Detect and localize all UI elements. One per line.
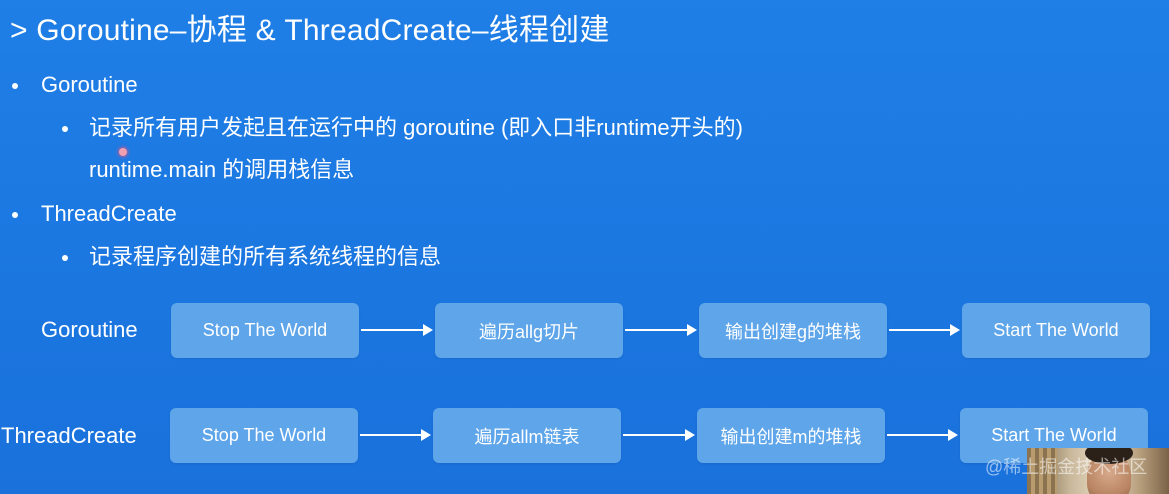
- bullet-dot-icon: [62, 255, 68, 261]
- slide-title: > Goroutine–协程 & ThreadCreate–线程创建: [10, 14, 610, 47]
- arrow-right-icon: [623, 429, 695, 441]
- arrow-right-icon: [887, 429, 958, 441]
- bullet-dot-icon: [12, 83, 18, 89]
- laser-pointer-icon: [119, 148, 127, 156]
- arrow-right-icon: [625, 324, 697, 336]
- bullet-dot-icon: [62, 126, 68, 132]
- presenter-webcam-icon: [1027, 448, 1169, 494]
- bullet-threadcreate-desc: 记录程序创建的所有系统线程的信息: [89, 244, 442, 269]
- bullet-threadcreate: ThreadCreate: [41, 201, 177, 226]
- arrow-right-icon: [360, 429, 431, 441]
- arrow-right-icon: [889, 324, 960, 336]
- bullet-dot-icon: [12, 212, 18, 218]
- flow-goroutine-step-4: Start The World: [962, 303, 1150, 358]
- bullet-goroutine-desc-line2: runtime.main 的调用栈信息: [89, 157, 355, 182]
- flow-row-label-threadcreate: ThreadCreate: [1, 423, 137, 448]
- arrow-right-icon: [361, 324, 433, 336]
- flow-goroutine-step-1: Stop The World: [171, 303, 359, 358]
- watermark: @稀土掘金技术社区: [985, 457, 1148, 477]
- flow-threadcreate-step-1: Stop The World: [170, 408, 358, 463]
- flow-goroutine-step-2: 遍历allg切片: [435, 303, 623, 358]
- flow-row-label-goroutine: Goroutine: [41, 317, 138, 342]
- bullet-goroutine: Goroutine: [41, 72, 138, 97]
- flow-goroutine-step-3: 输出创建g的堆栈: [699, 303, 887, 358]
- bullet-goroutine-desc-line1: 记录所有用户发起且在运行中的 goroutine (即入口非runtime开头的…: [89, 115, 743, 140]
- flow-threadcreate-step-3: 输出创建m的堆栈: [697, 408, 885, 463]
- flow-threadcreate-step-2: 遍历allm链表: [433, 408, 621, 463]
